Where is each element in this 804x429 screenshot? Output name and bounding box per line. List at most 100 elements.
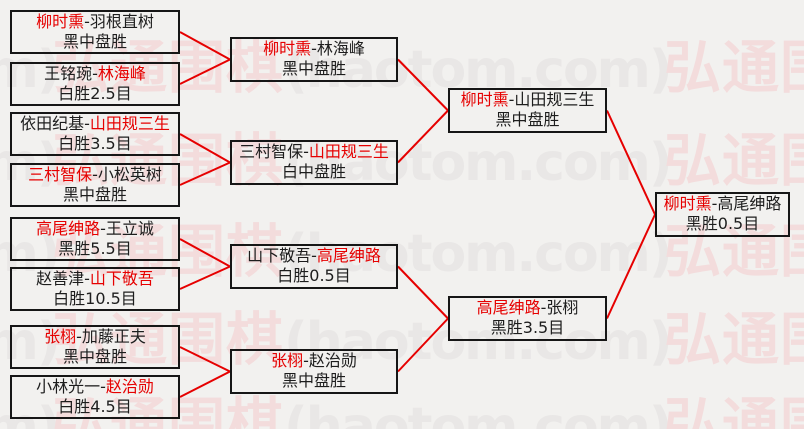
player-1: 赵善津 <box>36 269 85 288</box>
player-1: 柳时熏 <box>36 12 85 31</box>
match-r1-1: 柳时熏-羽根直树 黑中盘胜 <box>10 10 180 54</box>
bracket-connector <box>179 346 231 373</box>
player-1: 张栩 <box>44 327 77 346</box>
player-1: 王铭琬 <box>44 64 93 83</box>
bracket-connector <box>606 110 656 215</box>
separator: - <box>76 327 82 346</box>
match-players: 赵善津-山下敬吾 <box>12 269 178 289</box>
player-1: 高尾绅路 <box>476 298 541 317</box>
match-players: 三村智保-山田规三生 <box>232 142 396 162</box>
match-players: 依田纪基-山田规三生 <box>12 114 178 134</box>
separator: - <box>84 114 90 133</box>
match-result: 白胜3.5目 <box>58 134 132 153</box>
bracket-connector <box>397 109 449 164</box>
player-2: 张栩 <box>546 298 579 317</box>
bracket-connector <box>606 214 656 319</box>
player-2: 王立诚 <box>105 219 154 238</box>
match-players: 柳时熏-林海峰 <box>232 39 396 59</box>
match-players: 三村智保-小松英树 <box>12 165 178 185</box>
match-sf-2: 高尾绅路-张栩 黑胜3.5目 <box>448 296 607 341</box>
match-result: 黑胜3.5目 <box>490 318 565 337</box>
match-players: 山下敬吾-高尾绅路 <box>232 246 396 266</box>
match-result: 黑中盘胜 <box>62 32 127 51</box>
separator: - <box>92 64 98 83</box>
match-players: 张栩-赵治勋 <box>232 351 396 371</box>
player-1: 柳时熏 <box>460 90 509 109</box>
player-2: 山田规三生 <box>514 90 595 109</box>
match-result: 黑中盘胜 <box>281 371 346 390</box>
match-players: 柳时熏-羽根直树 <box>12 12 178 32</box>
match-r1-3: 依田纪基-山田规三生 白胜3.5目 <box>10 112 180 156</box>
player-2: 赵治勋 <box>308 351 357 370</box>
match-players: 高尾绅路-张栩 <box>450 298 605 318</box>
player-1: 张栩 <box>271 351 304 370</box>
bracket-connector <box>179 133 231 164</box>
match-result: 白胜2.5目 <box>58 84 132 103</box>
bracket-connector <box>179 238 231 268</box>
match-players: 小林光一-赵治勋 <box>12 377 178 397</box>
separator: - <box>100 219 106 238</box>
match-result: 黑胜0.5目 <box>685 214 760 233</box>
match-players: 张栩-加藤正夫 <box>12 327 178 347</box>
match-result: 白胜10.5目 <box>53 289 137 308</box>
bracket-connector <box>179 161 231 186</box>
match-r1-2: 王铭琬-林海峰 白胜2.5目 <box>10 62 180 106</box>
separator: - <box>711 194 718 213</box>
player-2: 赵治勋 <box>105 377 154 396</box>
separator: - <box>303 351 309 370</box>
separator: - <box>311 39 317 58</box>
bracket-connector <box>179 58 231 85</box>
player-2: 加藤正夫 <box>81 327 146 346</box>
player-1: 小林光一 <box>36 377 101 396</box>
match-players: 王铭琬-林海峰 <box>12 64 178 84</box>
player-1: 三村智保 <box>28 165 93 184</box>
player-1: 山下敬吾 <box>247 246 312 265</box>
match-r2-2: 三村智保-山田规三生 白中盘胜 <box>230 140 398 185</box>
bracket-connector <box>397 58 449 112</box>
separator: - <box>84 12 90 31</box>
match-result: 白胜4.5目 <box>58 397 132 416</box>
match-result: 白中盘胜 <box>281 162 346 181</box>
player-1: 柳时熏 <box>663 194 712 213</box>
match-r2-3: 山下敬吾-高尾绅路 白胜0.5目 <box>230 244 398 289</box>
match-result: 黑中盘胜 <box>62 347 127 366</box>
match-result: 白胜0.5目 <box>277 266 351 285</box>
match-r1-8: 小林光一-赵治勋 白胜4.5目 <box>10 375 180 419</box>
player-2: 林海峰 <box>97 64 146 83</box>
player-1: 柳时熏 <box>263 39 312 58</box>
match-r2-1: 柳时熏-林海峰 黑中盘胜 <box>230 37 398 82</box>
match-sf-1: 柳时熏-山田规三生 黑中盘胜 <box>448 88 607 133</box>
player-1: 高尾绅路 <box>36 219 101 238</box>
match-r1-5: 高尾绅路-王立诚 黑胜5.5目 <box>10 217 180 261</box>
match-final: 柳时熏-高尾绅路 黑胜0.5目 <box>655 192 790 237</box>
bracket-connector <box>179 31 231 61</box>
separator: - <box>303 142 309 161</box>
separator: - <box>84 269 90 288</box>
player-2: 小松英树 <box>97 165 162 184</box>
match-players: 柳时熏-山田规三生 <box>450 90 605 110</box>
separator: - <box>92 165 98 184</box>
separator: - <box>508 90 515 109</box>
player-2: 高尾绅路 <box>316 246 381 265</box>
separator: - <box>540 298 547 317</box>
bracket-connector <box>179 370 231 398</box>
player-2: 山田规三生 <box>308 142 389 161</box>
player-2: 高尾绅路 <box>717 194 782 213</box>
match-result: 黑胜5.5目 <box>58 239 132 258</box>
player-1: 依田纪基 <box>20 114 85 133</box>
bracket-connector <box>397 265 449 320</box>
bracket-connector <box>397 317 449 373</box>
match-result: 黑中盘胜 <box>281 59 346 78</box>
match-players: 柳时熏-高尾绅路 <box>657 194 788 214</box>
bracket-connector <box>179 265 231 290</box>
match-result: 黑中盘胜 <box>495 110 560 129</box>
match-r2-4: 张栩-赵治勋 黑中盘胜 <box>230 349 398 394</box>
player-2: 羽根直树 <box>89 12 154 31</box>
match-r1-4: 三村智保-小松英树 黑中盘胜 <box>10 163 180 207</box>
match-r1-7: 张栩-加藤正夫 黑中盘胜 <box>10 325 180 369</box>
match-r1-6: 赵善津-山下敬吾 白胜10.5目 <box>10 267 180 311</box>
separator: - <box>100 377 106 396</box>
player-2: 山田规三生 <box>89 114 170 133</box>
